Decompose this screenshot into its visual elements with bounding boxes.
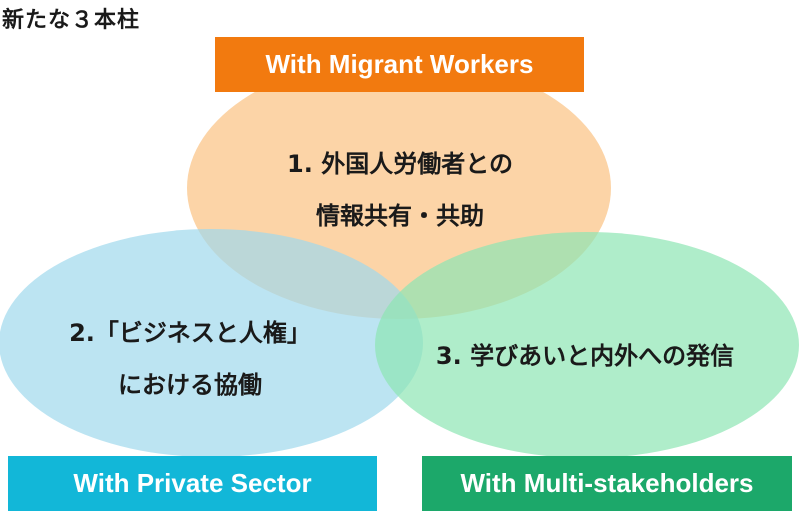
- pillar-1-line-2: 情報共有・共助: [316, 202, 484, 230]
- pillar-3-text: 3. 学びあいと内外への発信: [395, 330, 775, 382]
- circle-private-sector: [0, 229, 423, 457]
- pillar-2-text: 2.「ビジネスと人権」 における協働: [40, 307, 340, 411]
- page-title: 新たな３本柱: [2, 8, 141, 33]
- pillar-1-line-1: 1. 外国人労働者との: [287, 150, 513, 178]
- pillar-1-text: 1. 外国人労働者との 情報共有・共助: [230, 138, 570, 242]
- pillar-2-line-2: における協働: [118, 371, 262, 399]
- label-with-multi-stakeholders: With Multi-stakeholders: [422, 456, 792, 511]
- pillar-3-line-1: 3. 学びあいと内外への発信: [435, 342, 735, 370]
- pillar-2-line-1: 2.「ビジネスと人権」: [69, 319, 311, 347]
- circle-multi-stakeholders: [375, 232, 799, 458]
- label-with-private-sector: With Private Sector: [8, 456, 377, 511]
- label-with-migrant-workers: With Migrant Workers: [215, 37, 584, 92]
